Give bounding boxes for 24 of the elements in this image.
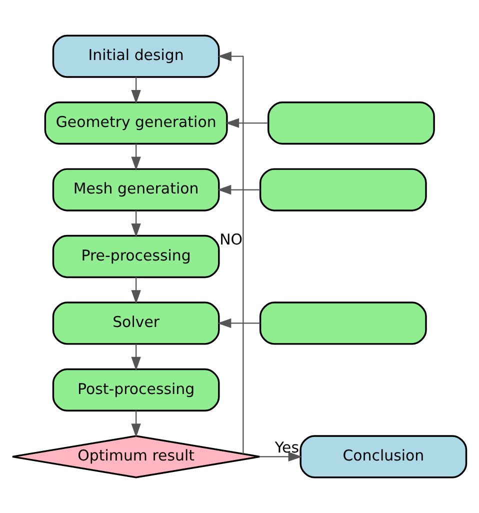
arrow xyxy=(131,277,141,304)
node-box xyxy=(259,168,427,212)
arrow xyxy=(131,77,141,104)
arrow xyxy=(131,410,141,438)
node-box xyxy=(259,302,427,345)
node-box: Mesh generation xyxy=(52,168,220,212)
arrow xyxy=(217,184,260,195)
arrow xyxy=(131,210,141,238)
arrow xyxy=(218,51,244,454)
arrow xyxy=(217,318,260,328)
node-box: Conclusion xyxy=(300,435,468,478)
node-box: Solver xyxy=(52,302,220,345)
arrow xyxy=(131,344,141,371)
node-diamond: Optimum result xyxy=(12,435,260,478)
node-box xyxy=(268,101,435,145)
node-box: Post-processing xyxy=(52,368,220,412)
edge-label: Yes xyxy=(274,438,300,457)
arrow xyxy=(260,452,302,462)
arrow xyxy=(131,144,141,171)
edge-label: NO xyxy=(220,230,243,249)
arrow xyxy=(225,118,268,128)
node-box: Pre-processing xyxy=(52,234,220,278)
node-box: Initial design xyxy=(52,34,220,78)
node-box: Geometry generation xyxy=(44,101,228,145)
